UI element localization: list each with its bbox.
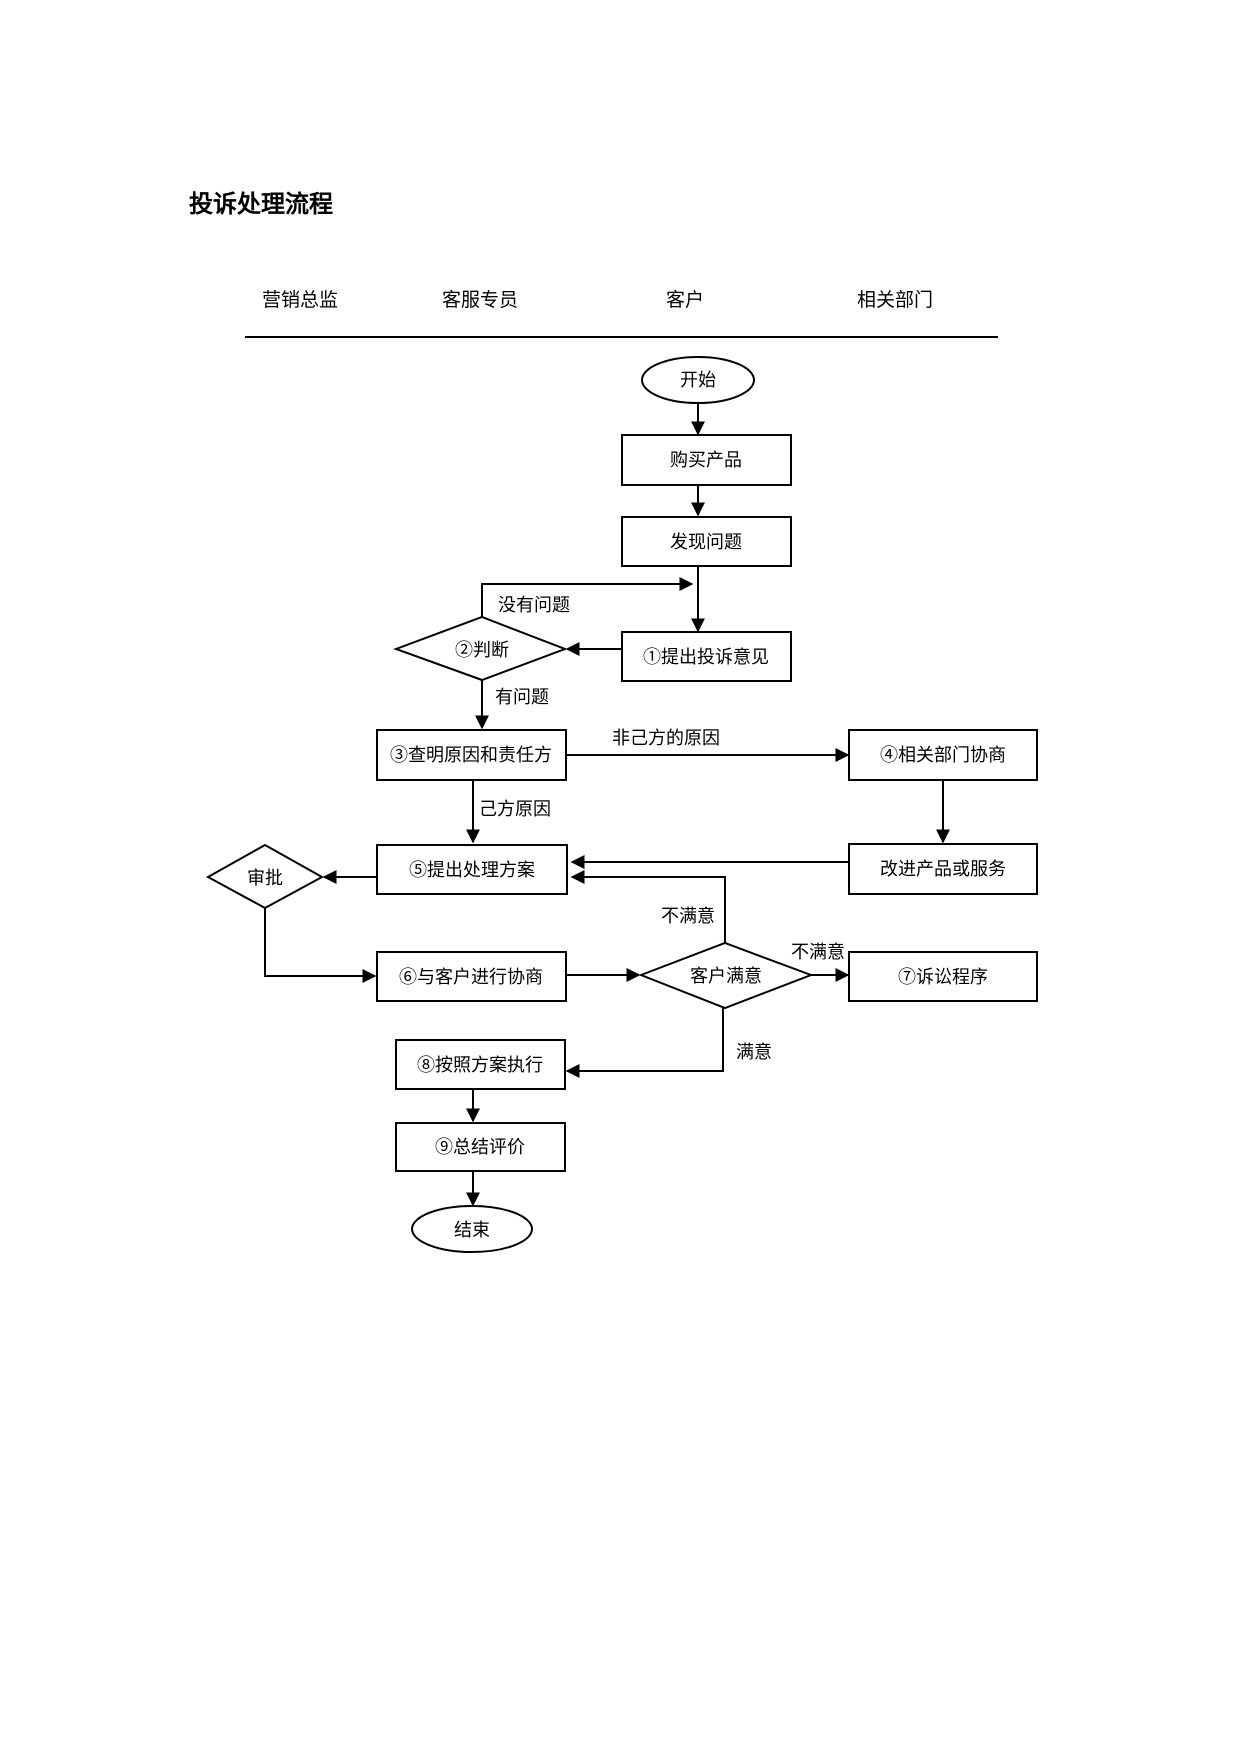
edge-label-not-own: 非己方的原因: [612, 728, 720, 749]
node-buy-product-label: 购买产品: [670, 450, 742, 471]
node-start: 开始: [641, 356, 755, 404]
node-investigate: ③查明原因和责任方: [376, 729, 567, 781]
node-execute-label: ⑧按照方案执行: [417, 1055, 543, 1076]
node-negotiate: ⑥与客户进行协商: [376, 951, 567, 1002]
edge-label-unsatisfied-1: 不满意: [661, 906, 715, 927]
edge-satisfied-execute: [565, 1008, 724, 1078]
node-approve-label: 审批: [247, 868, 283, 889]
node-lawsuit-label: ⑦诉讼程序: [898, 967, 988, 988]
node-negotiate-label: ⑥与客户进行协商: [399, 967, 543, 988]
node-improve-label: 改进产品或服务: [880, 859, 1006, 880]
lane-header-customer-service: 客服专员: [441, 289, 518, 311]
node-complain-label: ①提出投诉意见: [643, 647, 769, 668]
node-judge-label: ②判断: [455, 640, 509, 661]
lane-header-customer: 客户: [665, 289, 704, 311]
edge-label-own: 己方原因: [479, 799, 551, 820]
node-summary: ⑨总结评价: [395, 1122, 566, 1172]
node-improve: 改进产品或服务: [848, 843, 1038, 895]
node-complain: ①提出投诉意见: [621, 631, 792, 682]
node-execute: ⑧按照方案执行: [395, 1039, 566, 1090]
node-end-label: 结束: [454, 1220, 490, 1241]
node-investigate-label: ③查明原因和责任方: [390, 745, 552, 766]
node-summary-label: ⑨总结评价: [435, 1137, 525, 1158]
edge-label-unsatisfied-2: 不满意: [791, 942, 845, 963]
node-buy-product: 购买产品: [621, 434, 792, 486]
node-propose: ⑤提出处理方案: [376, 844, 568, 895]
node-dept-consult: ④相关部门协商: [848, 729, 1038, 781]
node-lawsuit: ⑦诉讼程序: [848, 951, 1038, 1002]
lane-header-marketing-director: 营销总监: [261, 289, 338, 311]
lane-header-related-dept: 相关部门: [856, 289, 933, 311]
edge-label-no-problem: 没有问题: [498, 595, 570, 616]
node-start-label: 开始: [680, 370, 716, 391]
node-approve: 审批: [205, 843, 325, 910]
node-find-problem: 发现问题: [621, 516, 792, 567]
edge-approve-negotiate: [264, 908, 377, 983]
page-title: 投诉处理流程: [189, 189, 333, 218]
node-find-problem-label: 发现问题: [670, 532, 742, 553]
node-satisfied-decision: 客户满意: [638, 941, 814, 1010]
edge-label-has-problem: 有问题: [495, 687, 549, 708]
node-satisfied-decision-label: 客户满意: [690, 966, 762, 987]
edge-label-satisfied: 满意: [736, 1042, 772, 1063]
node-end: 结束: [411, 1205, 533, 1253]
edge-unsatisfied-propose: [570, 870, 726, 943]
node-propose-label: ⑤提出处理方案: [409, 860, 535, 881]
node-judge: ②判断: [393, 615, 568, 682]
edge-judge-no-problem: [481, 577, 694, 617]
node-dept-consult-label: ④相关部门协商: [880, 745, 1006, 766]
